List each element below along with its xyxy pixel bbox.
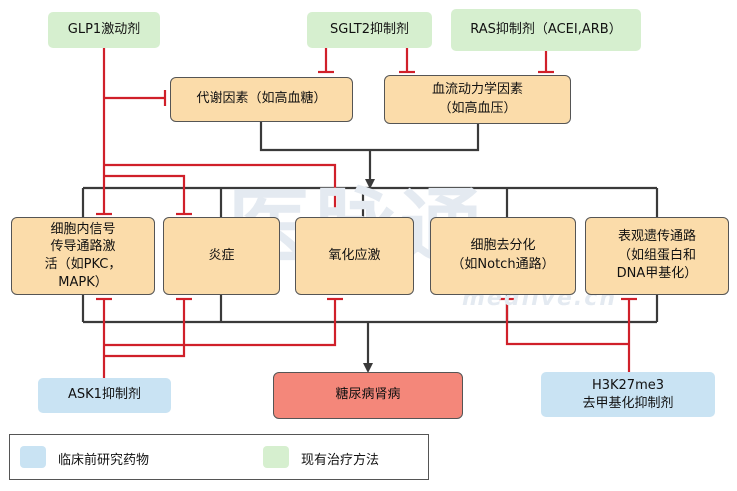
factor-merge-line — [259, 122, 480, 152]
legend — [9, 434, 429, 480]
h3k27-inhibitor-box: H3K27me3 去甲基化抑制剂 — [541, 372, 715, 417]
epigenetic-pathway-box: 表观遗传通路 （如组蛋白和 DNA甲基化） — [585, 217, 729, 295]
glp1-to-oxidative-line — [104, 163, 337, 214]
dedifferentiation-box: 细胞去分化 （如Notch通路） — [430, 217, 576, 295]
metabolic-factor-box: 代谢因素（如高血糖） — [170, 77, 353, 122]
inhibition-lines — [96, 44, 637, 378]
ask1-inhibitor-box: ASK1抑制剂 — [38, 378, 171, 413]
signaling-pathway-box: 细胞内信号 传导通路激 活（如PKC， MAPK） — [11, 217, 155, 295]
hemodynamic-factor-box: 血流动力学因素 （如高血压） — [384, 75, 571, 124]
diabetic-nephropathy-box: 糖尿病肾病 — [273, 372, 463, 419]
oxidative-stress-box: 氧化应激 — [295, 217, 414, 295]
legend-existing-label: 现有治疗方法 — [301, 453, 380, 468]
legend-preclinical-label: 临床前研究药物 — [58, 453, 150, 468]
ask1-to-inflammation-line — [104, 299, 186, 358]
glp1-agonist-box: GLP1激动剂 — [48, 12, 160, 48]
ask1-to-oxidative-line — [104, 299, 337, 347]
h3k27-to-dediff-line — [505, 299, 629, 346]
ras-inhibitor-box: RAS抑制剂（ACEI,ARB） — [451, 9, 641, 51]
sglt2-inhibitor-box: SGLT2抑制剂 — [307, 12, 432, 48]
inflammation-box: 炎症 — [163, 217, 280, 295]
legend-preclinical-swatch — [20, 446, 46, 468]
legend-existing-swatch — [263, 446, 289, 468]
glp1-to-inflammation-line — [104, 174, 186, 214]
